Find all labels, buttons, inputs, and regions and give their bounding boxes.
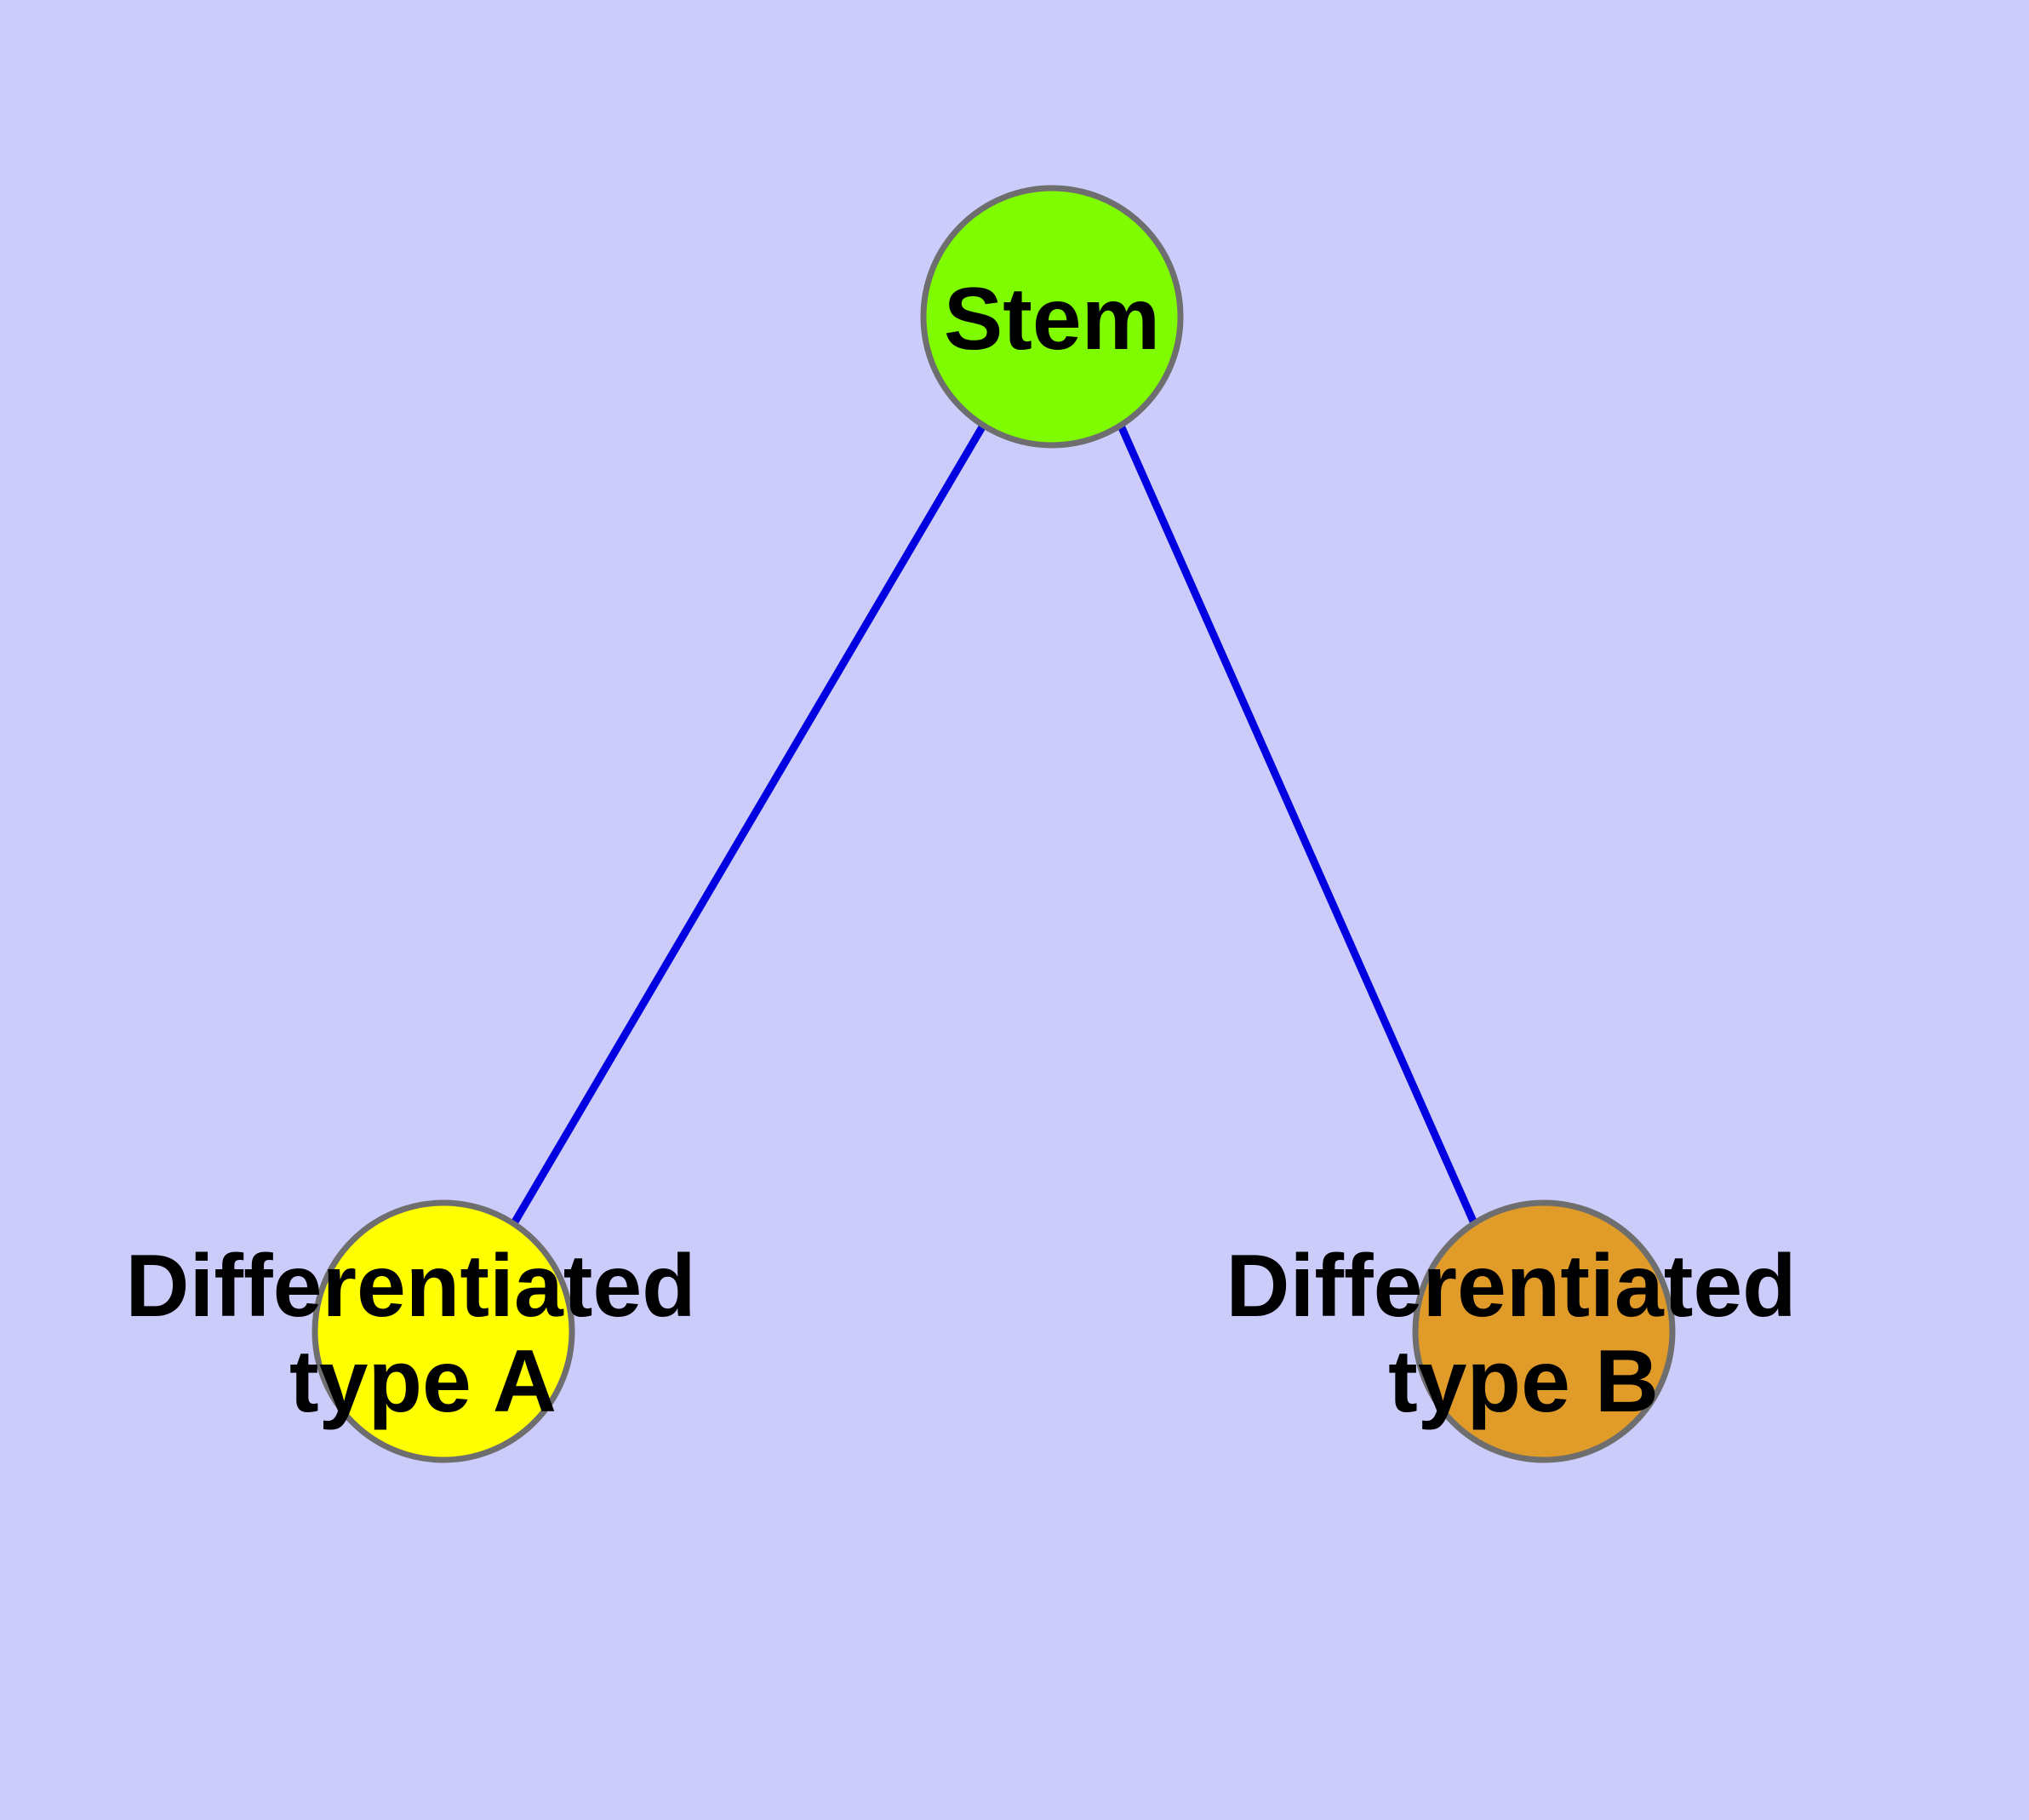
edge-stem-to-differentiated-type-a <box>511 423 986 1226</box>
edge-stem-to-differentiated-type-b <box>1117 424 1478 1225</box>
node-circle-differentiated-type-b[interactable] <box>1412 1199 1676 1463</box>
node-circle-stem[interactable] <box>920 185 1184 449</box>
node-label-line: Differentiated <box>1226 1237 1796 1336</box>
labels-layer: Differentiated type A Differentiated typ… <box>125 270 1820 1431</box>
node-stem[interactable] <box>920 185 1184 449</box>
node-differentiated-type-b[interactable] <box>1412 1199 1676 1463</box>
nodes-layer <box>311 185 1676 1463</box>
node-label-stem: Stem <box>944 270 1160 369</box>
node-label-differentiated-type-a: Differentiated type A <box>125 1237 720 1431</box>
node-label-line: Stem <box>944 270 1160 369</box>
node-label-line: Differentiated <box>125 1237 695 1336</box>
node-label-differentiated-type-b: Differentiated type B <box>1226 1237 1820 1431</box>
node-label-line: type B <box>1388 1332 1659 1431</box>
node-label-line: type A <box>289 1332 557 1431</box>
edges-layer <box>511 423 1478 1226</box>
node-differentiated-type-a[interactable] <box>311 1199 575 1463</box>
node-circle-differentiated-type-a[interactable] <box>311 1199 575 1463</box>
